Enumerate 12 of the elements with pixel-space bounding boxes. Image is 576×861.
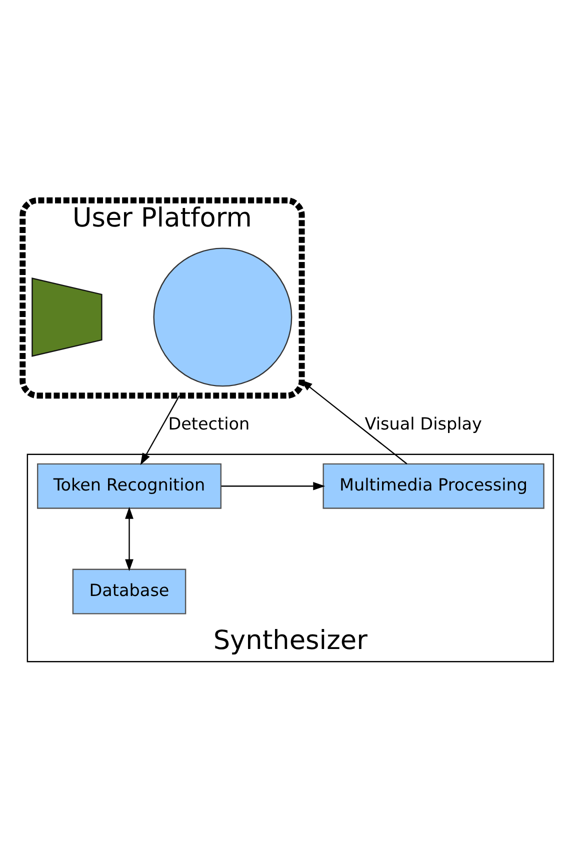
arrow [140,394,180,465]
node-box: Token Recognition [37,462,222,508]
node-circle [153,247,292,386]
node-box: Database [72,568,186,614]
edge-label: Visual Display [364,412,482,433]
node-speaker [32,277,102,356]
cluster: User Platform [20,196,305,398]
edge-label: Detection [168,412,250,433]
node-box: Multimedia Processing [322,462,544,508]
arrow [300,379,408,464]
arrow [125,506,134,571]
arrow [221,481,326,490]
